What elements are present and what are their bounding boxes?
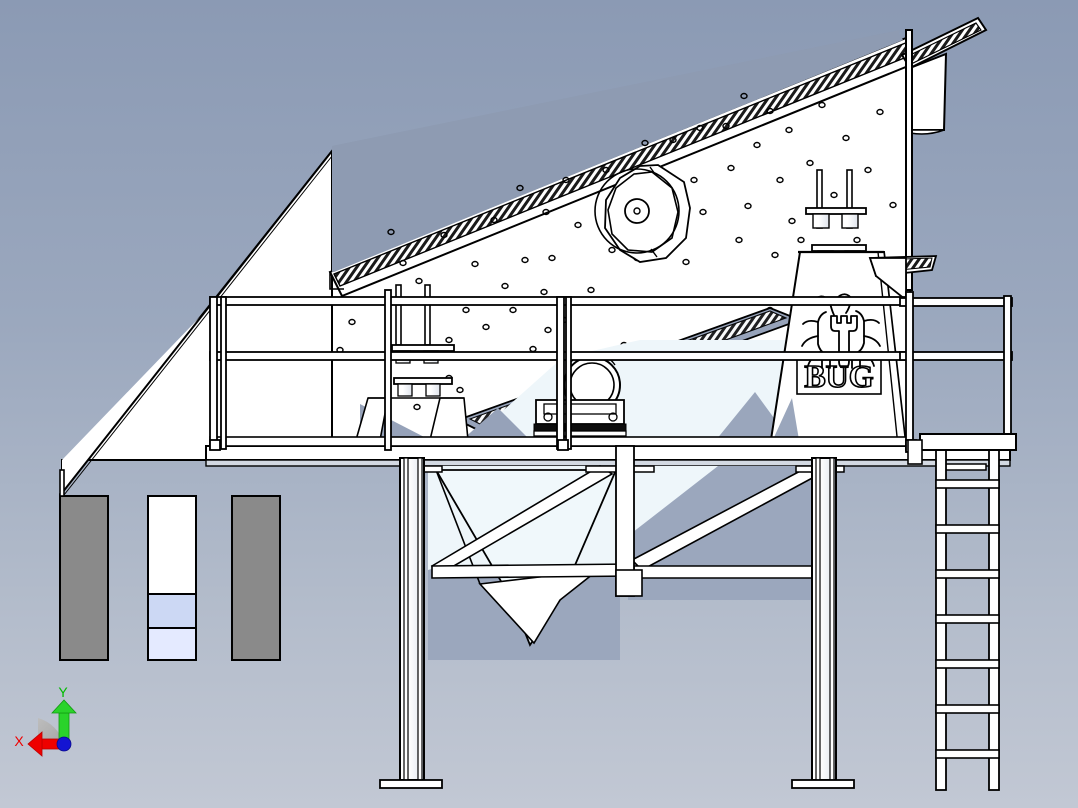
guardrail-post-3b [565, 296, 572, 450]
ladder-rungs [935, 479, 1000, 759]
support-column-right [791, 457, 855, 789]
ladder-rung [935, 749, 1000, 759]
access-ladder[interactable] [907, 433, 1017, 791]
drum-roller-assembly [533, 351, 627, 437]
base-leg-center-band-lower [147, 627, 197, 661]
triad-arc [38, 718, 64, 744]
column-base-plate-right [791, 779, 855, 789]
under-platform-structure [399, 445, 987, 660]
brand-text: BUG [804, 358, 873, 394]
guardrail-post-4 [905, 291, 914, 451]
base-legs-group [59, 495, 281, 661]
vibrator-motor-housing [594, 164, 691, 263]
ladder-rung [935, 479, 1000, 489]
ladder-top-landing [919, 433, 1017, 451]
guardrail-post-1b [220, 296, 227, 450]
platform-guardrail [209, 289, 1013, 453]
ladder-rung [935, 569, 1000, 579]
brand-wordmark: BUG [796, 357, 882, 395]
column-base-plate-left [379, 779, 443, 789]
coordinate-axes-triad: X Y [14, 684, 77, 757]
platform-deck [205, 436, 1011, 467]
x-axis-label: X [14, 733, 24, 749]
guardrail-post-1 [209, 296, 218, 450]
platform-deck-slab [205, 445, 1011, 461]
base-leg-left [59, 495, 109, 661]
feed-chute [59, 148, 337, 497]
ladder-rung [935, 614, 1000, 624]
y-axis-label: Y [58, 684, 68, 700]
support-column-left [379, 457, 443, 789]
ladder-rung [935, 659, 1000, 669]
z-axis-dot [56, 736, 72, 752]
base-leg-right [231, 495, 281, 661]
ladder-rung [935, 524, 1000, 534]
upper-discharge-lip [900, 16, 988, 291]
guardrail-post-5 [1003, 295, 1012, 449]
spring-mount-platform-lower [393, 377, 453, 397]
diagonal-cross-bracing [430, 465, 818, 579]
base-leg-center-band-upper [147, 593, 197, 629]
support-columns [379, 457, 855, 789]
guardrail-post-2 [384, 289, 392, 451]
guardrail-post-3 [556, 296, 565, 450]
ladder-rung [935, 704, 1000, 714]
spring-mount-upper [805, 169, 867, 229]
mid-discharge-chute [868, 255, 938, 302]
